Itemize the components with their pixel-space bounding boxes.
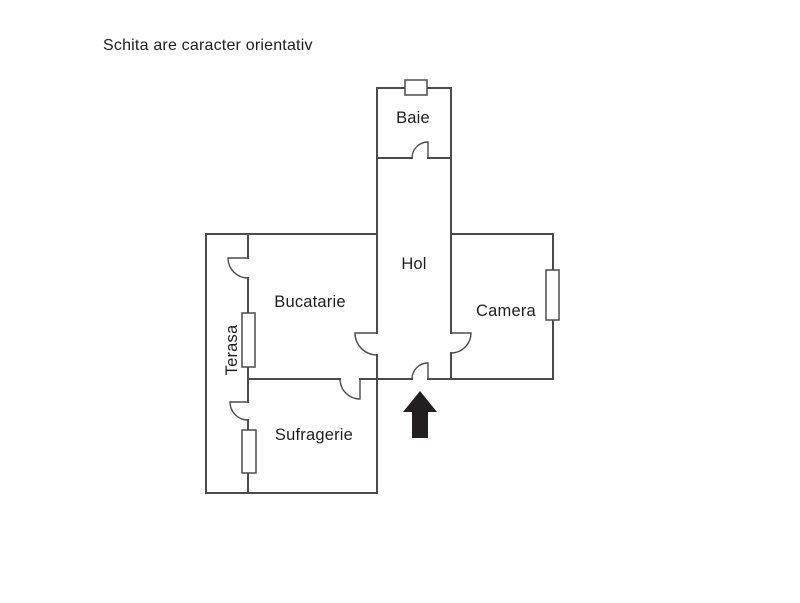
door-bucatarie-sufragerie	[339, 378, 361, 400]
door-baie	[411, 141, 429, 159]
room-labels: Baie Hol Bucatarie Camera Sufragerie Ter…	[223, 109, 537, 444]
window-sufragerie	[241, 429, 257, 474]
door-bucatarie-hol	[354, 332, 378, 356]
windows	[241, 79, 560, 474]
up-arrow-icon	[403, 391, 437, 438]
window-camera	[545, 269, 560, 321]
doors	[227, 141, 472, 421]
room-label-terasa: Terasa	[223, 324, 241, 375]
window-baie	[404, 79, 428, 96]
window-bucatarie	[241, 312, 256, 368]
walls	[205, 87, 554, 494]
door-terasa-sufragerie	[229, 401, 249, 421]
room-label-sufragerie: Sufragerie	[275, 426, 353, 444]
room-label-bucatarie: Bucatarie	[274, 293, 346, 311]
disclaimer-title: Schita are caracter orientativ	[103, 37, 313, 54]
door-hol-camera	[450, 332, 472, 354]
door-terasa-bucatarie	[227, 257, 249, 279]
room-label-baie: Baie	[396, 109, 430, 127]
door-entrance	[411, 362, 429, 380]
room-label-camera: Camera	[476, 302, 537, 320]
room-label-hol: Hol	[401, 255, 426, 273]
